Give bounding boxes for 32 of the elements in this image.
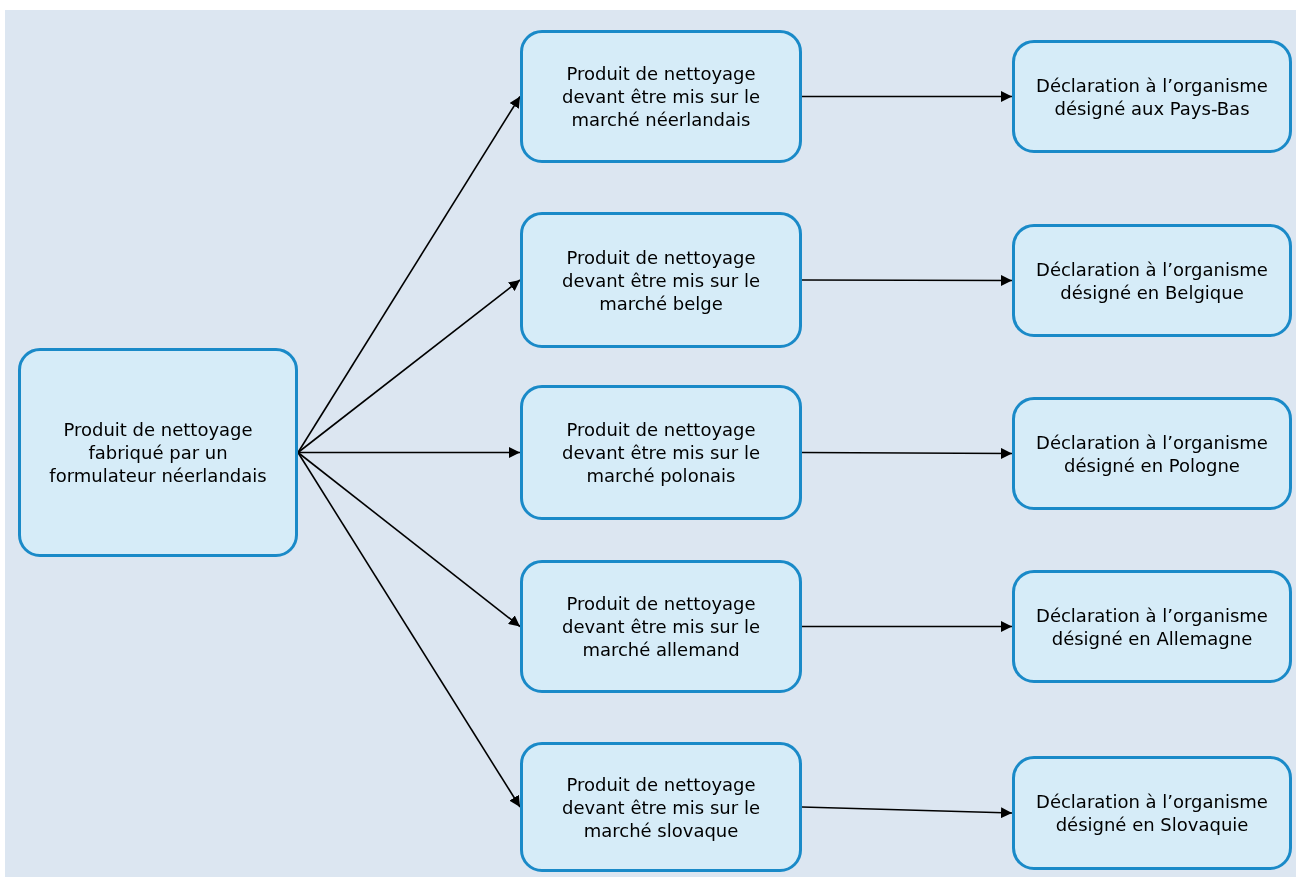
arrow (801, 274, 1013, 286)
process-box (520, 212, 802, 348)
box-text: Produit de nettoyage fabriqué par un formulateur néerlandais (48, 418, 268, 487)
box-text: Déclaration à l’organisme désigné en Pologne (1035, 430, 1269, 477)
process-box (520, 560, 802, 693)
box-text: Déclaration à l’organisme désigné en Slovaquie (1035, 790, 1269, 836)
arrow (801, 806, 1013, 819)
process-box (1012, 40, 1292, 153)
arrow (801, 621, 1013, 632)
arrow (297, 451, 521, 808)
box-text: Produit de nettoyage devant être mis sur le marché allemand (561, 592, 761, 661)
process-box (1012, 397, 1292, 510)
arrow (297, 447, 521, 458)
process-box (18, 348, 298, 557)
arrow (297, 451, 521, 628)
arrow (297, 95, 521, 454)
process-box (1012, 224, 1292, 337)
arrow (801, 91, 1013, 102)
arrow (801, 447, 1013, 459)
box-text: Produit de nettoyage devant être mis sur le marché polonais (561, 418, 761, 487)
box-text: Déclaration à l’organisme désigné en Belgique (1035, 257, 1269, 304)
process-box (520, 30, 802, 163)
process-box (1012, 570, 1292, 683)
box-text: Déclaration à l’organisme désigné en Allemagne (1035, 603, 1269, 650)
box-text: Déclaration à l’organisme désigné aux Pays-Bas (1035, 73, 1269, 120)
box-text: Produit de nettoyage devant être mis sur le marché néerlandais (561, 62, 761, 131)
box-text: Produit de nettoyage devant être mis sur le marché belge (561, 245, 761, 315)
process-box (520, 742, 802, 872)
process-box (520, 385, 802, 520)
process-box (1012, 756, 1292, 870)
box-text: Produit de nettoyage devant être mis sur le marché slovaque (561, 772, 761, 842)
arrow (297, 279, 521, 454)
